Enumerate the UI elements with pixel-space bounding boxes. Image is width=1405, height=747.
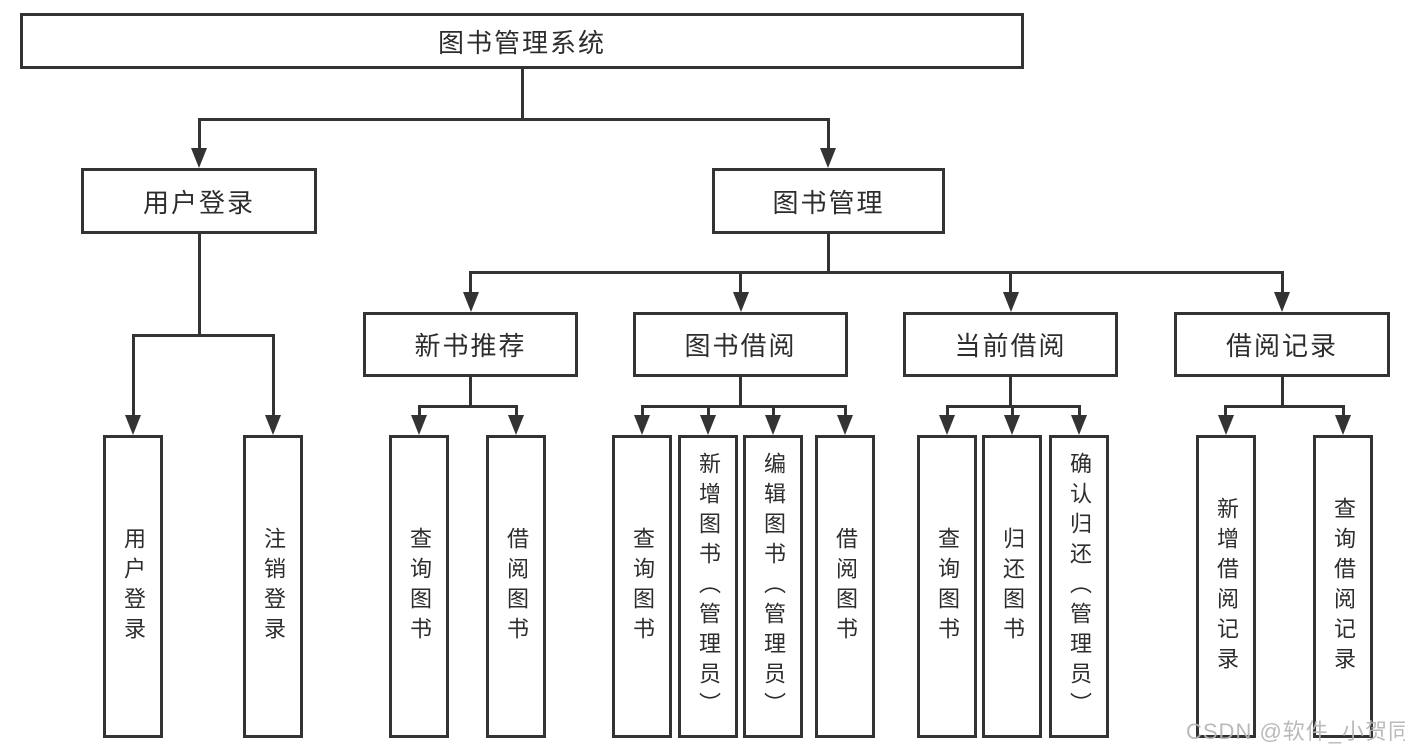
node-user-login-branch: 用户登录 [81,168,317,234]
node-library-system: 图书管理系统 [20,13,1024,69]
connector-vline [197,234,201,337]
node-leaf-edit-books-admin: 编辑图书（管理员） [743,435,803,738]
connector-hline [469,271,1284,274]
connector-vline [1009,377,1012,408]
node-leaf-add-books-admin: 新增图书（管理员） [678,435,738,738]
connector-drop-line [469,271,472,294]
node-leaf-query-books-2: 查询图书 [612,435,672,738]
arrow-down-icon [732,292,749,312]
arrow-down-icon [1274,292,1290,312]
arrow-down-icon [508,415,524,435]
node-leaf-query-books-1: 查询图书 [389,435,449,738]
connector-drop-line [826,118,830,150]
arrow-down-icon [1071,415,1087,435]
arrow-down-icon [939,415,955,435]
arrow-down-icon [820,148,836,168]
node-book-management-branch: 图书管理 [712,168,945,234]
node-leaf-confirm-return-admin: 确认归还（管理员） [1049,435,1109,738]
connector-drop-line [271,334,275,417]
connector-drop-line [1009,271,1012,294]
connector-drop-line [1010,405,1014,417]
connector-vline [520,69,524,121]
node-borrow-records: 借阅记录 [1174,312,1390,377]
arrow-down-icon [700,415,716,435]
node-book-borrow: 图书借阅 [633,312,848,377]
connector-drop-line [640,405,644,417]
connector-drop-line [1280,271,1284,294]
connector-drop-line [197,118,201,150]
connector-drop-line [706,405,710,417]
node-leaf-borrow-books-2: 借阅图书 [815,435,875,738]
arrow-down-icon [634,415,650,435]
connector-hline [1224,405,1345,408]
connector-vline [1280,377,1284,408]
connector-drop-line [739,271,742,294]
arrow-down-icon [837,415,853,435]
node-leaf-return-books: 归还图书 [982,435,1042,738]
connector-drop-line [771,405,775,417]
connector-drop-line [131,334,135,417]
node-leaf-user-login: 用户登录 [103,435,163,738]
node-leaf-borrow-books-1: 借阅图书 [486,435,546,738]
connector-hline [640,405,847,408]
arrow-down-icon [1004,415,1020,435]
node-leaf-logout: 注销登录 [243,435,303,738]
connector-hline [197,118,830,121]
connector-drop-line [1077,405,1081,417]
connector-hline [417,405,518,408]
watermark: CSDN @软件_小贺同学 [1186,719,1405,744]
arrow-down-icon [265,415,281,435]
arrow-down-icon [1217,415,1234,435]
connector-vline [826,234,830,274]
connector-drop-line [1341,405,1345,417]
connector-vline [739,377,742,408]
arrow-down-icon [765,415,781,435]
connector-hline [131,334,275,337]
node-leaf-query-books-3: 查询图书 [917,435,977,738]
node-current-borrow: 当前借阅 [903,312,1118,377]
node-new-book-recommend: 新书推荐 [363,312,578,377]
node-leaf-query-borrow-record: 查询借阅记录 [1313,435,1373,738]
connector-drop-line [514,405,518,417]
connector-drop-line [417,405,421,417]
arrow-down-icon [462,292,479,312]
connector-drop-line [1224,405,1227,417]
arrow-down-icon [125,415,141,435]
arrow-down-icon [1002,292,1019,312]
arrow-down-icon [191,148,207,168]
arrow-down-icon [1335,415,1351,435]
arrow-down-icon [411,415,427,435]
connector-vline [469,377,472,408]
connector-drop-line [843,405,847,417]
node-leaf-add-borrow-record: 新增借阅记录 [1196,435,1256,738]
connector-drop-line [945,405,949,417]
